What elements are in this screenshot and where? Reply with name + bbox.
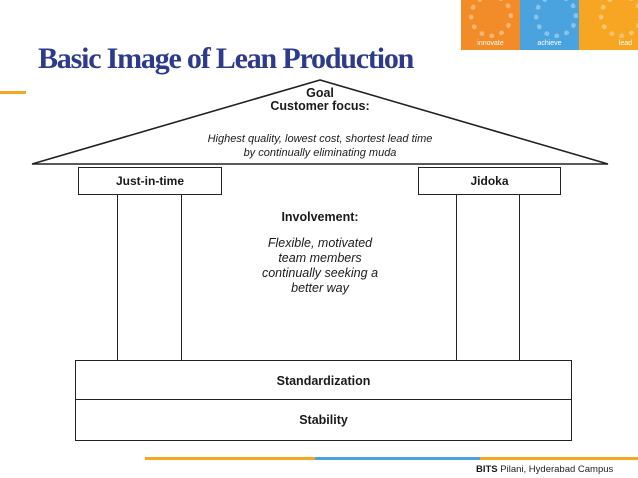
banner-label-lead: lead — [618, 40, 632, 47]
gear-icon — [469, 0, 513, 38]
foundation-standardization: Standardization — [75, 360, 572, 401]
roof-customer-focus: Customer focus: — [270, 99, 370, 113]
involvement-heading: Involvement: — [281, 210, 359, 224]
pillar-cap-just-in-time: Just-in-time — [78, 167, 222, 195]
involvement-line-1: Flexible, motivated — [267, 236, 373, 250]
pillar-right — [456, 195, 520, 361]
roof-goal: Goal — [306, 86, 334, 100]
pillar-left — [117, 195, 182, 361]
footer-bar-right — [480, 457, 638, 460]
footer-campus-name: Pilani, Hyderabad Campus — [497, 464, 614, 475]
footer-bar-left — [145, 457, 315, 460]
brand-banner: innovate achieve lead — [461, 0, 638, 50]
involvement-line-2: team members — [278, 251, 362, 265]
footer-bar-mid — [315, 457, 480, 460]
gear-icon — [534, 0, 578, 38]
banner-innovate: innovate — [461, 0, 520, 50]
banner-achieve: achieve — [520, 0, 579, 50]
footer-brand: BITS — [476, 464, 498, 475]
roof-line-1: Highest quality, lowest cost, shortest l… — [207, 133, 433, 145]
roof-statement: Highest quality, lowest cost, shortest l… — [150, 132, 490, 160]
footer-campus: BITS Pilani, Hyderabad Campus — [476, 464, 613, 475]
involvement-text: Flexible, motivated team members continu… — [225, 236, 415, 296]
involvement-line-4: better way — [291, 281, 349, 295]
foundation-stability: Stability — [75, 399, 572, 441]
roof-triangle — [31, 79, 609, 165]
involvement-line-3: continually seeking a — [261, 266, 379, 280]
pillar-cap-jidoka: Jidoka — [418, 167, 561, 195]
banner-label-achieve: achieve — [537, 40, 562, 47]
title-accent-rule — [0, 91, 26, 94]
roof-line-2: by continually eliminating muda — [243, 147, 397, 159]
gear-icon — [599, 0, 638, 38]
banner-label-innovate: innovate — [477, 40, 504, 47]
slide-title: Basic Image of Lean Production — [38, 42, 414, 75]
banner-lead: lead — [579, 0, 638, 50]
